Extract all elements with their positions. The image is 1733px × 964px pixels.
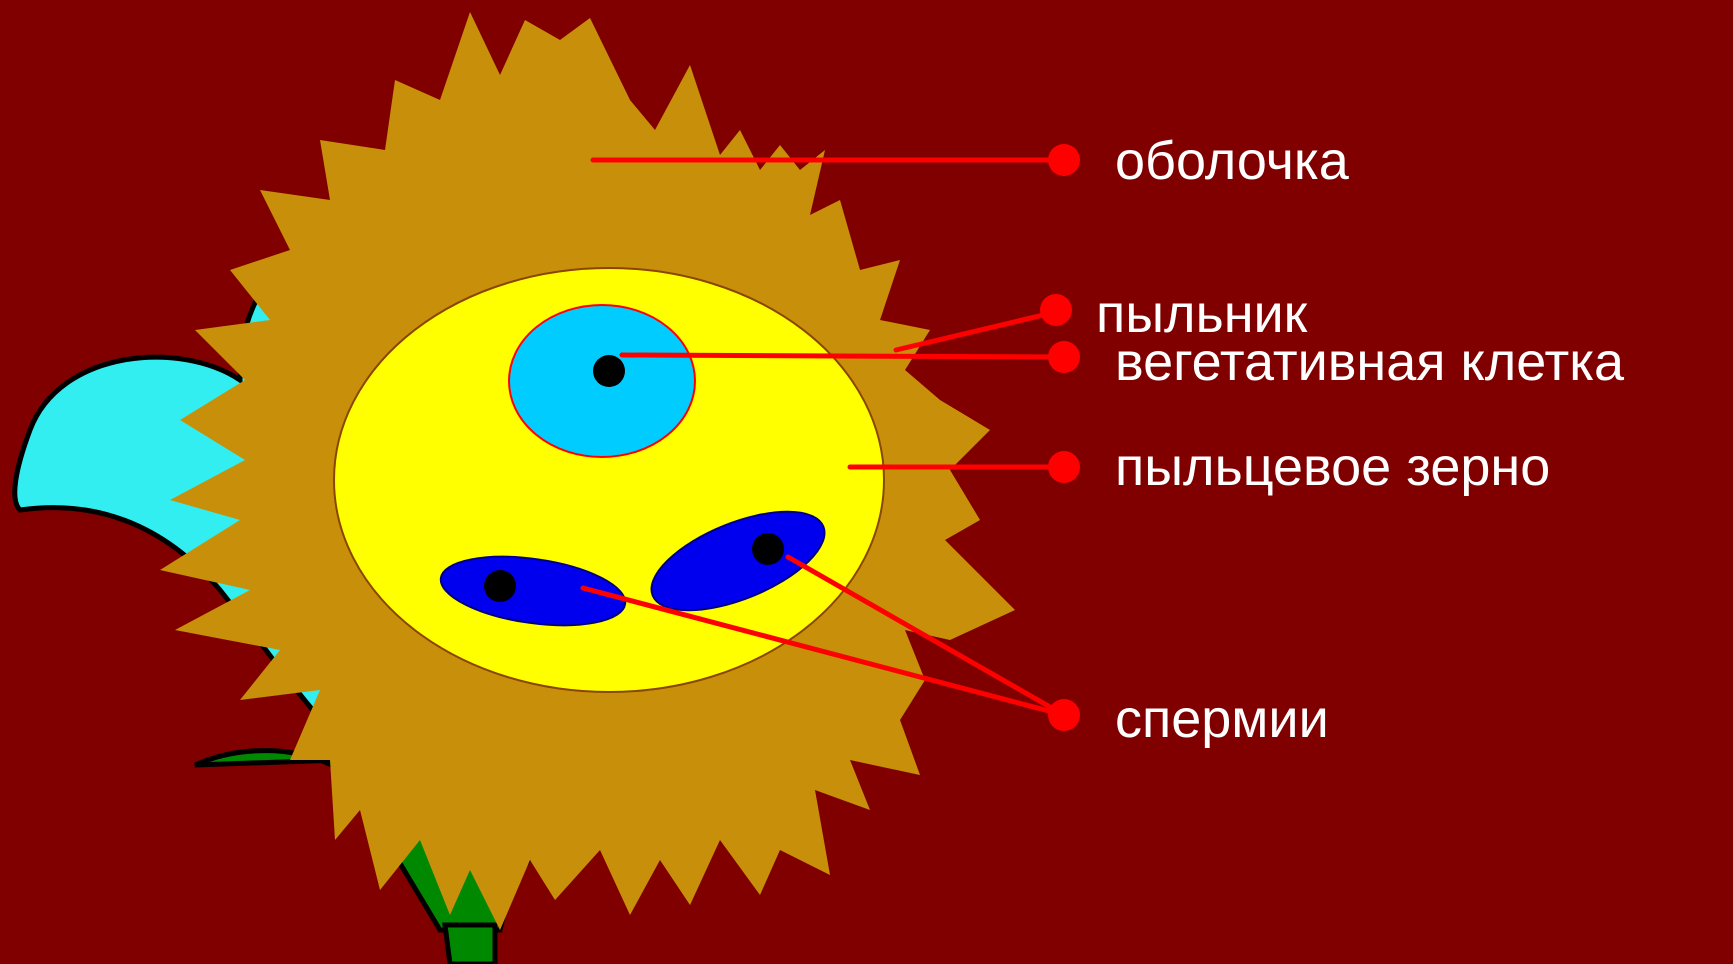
pointer-dot-anther — [1040, 294, 1072, 326]
pointer-line-vegetative-cell — [622, 355, 1064, 357]
pointer-dots — [1040, 144, 1080, 731]
pointer-dot-vegetative-cell — [1048, 341, 1080, 373]
flower-stem — [445, 925, 495, 964]
sperm-nucleus-left — [484, 570, 516, 602]
label-vegetative-cell: вегетативная клетка — [1115, 335, 1624, 389]
vegetative-nucleus — [593, 355, 625, 387]
pointer-dot-shell — [1048, 144, 1080, 176]
label-shell: оболочка — [1115, 134, 1349, 188]
label-sperms: спермии — [1115, 692, 1329, 746]
sperm-nucleus-right — [752, 533, 784, 565]
label-pollen-grain: пыльцевое зерно — [1115, 440, 1550, 494]
pointer-dot-pollen-grain — [1048, 451, 1080, 483]
pointer-dot-sperms — [1048, 699, 1080, 731]
